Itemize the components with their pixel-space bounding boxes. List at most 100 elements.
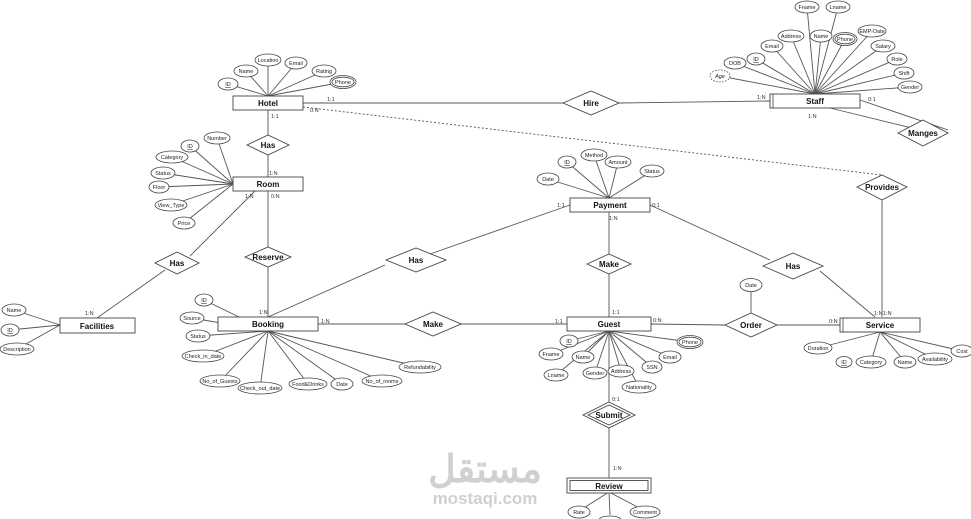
relationship-manges[interactable]: Manges [897, 119, 949, 147]
attribute-service-category[interactable]: Category [855, 355, 887, 369]
svg-text:ID: ID [187, 144, 193, 150]
attribute-booking-check-out[interactable]: Check_out_date [237, 381, 283, 395]
attribute-service-cost[interactable]: Cost [950, 344, 971, 358]
attribute-staff-phone[interactable]: Phone [832, 32, 858, 46]
attribute-staff-dob[interactable]: DOB [723, 56, 747, 70]
attribute-staff-age[interactable]: Age [709, 69, 731, 83]
relationship-order[interactable]: Order [723, 312, 779, 338]
entity-booking[interactable]: Booking [217, 316, 319, 332]
attribute-booking-refundability[interactable]: Refundability [398, 360, 442, 374]
cardinality-label: 1:N [321, 319, 330, 325]
relationship-payment-make[interactable]: Make [585, 253, 633, 275]
attribute-room-category[interactable]: Category [155, 150, 189, 164]
attribute-guest-gender[interactable]: Gender [582, 366, 608, 380]
entity-hotel[interactable]: Hotel [232, 95, 304, 111]
relationship-provides[interactable]: Provides [855, 174, 909, 201]
entity-staff[interactable]: Staff [769, 93, 861, 109]
attribute-facilities-description[interactable]: Description [0, 342, 35, 356]
attribute-booking-id[interactable]: ID [194, 293, 214, 307]
attribute-room-number[interactable]: Number [203, 131, 231, 145]
svg-text:ID: ID [201, 298, 207, 304]
attribute-guest-ssn[interactable]: SSN [641, 360, 663, 374]
entity-review[interactable]: Review [566, 477, 652, 494]
attribute-staff-gender[interactable]: Gender [897, 80, 923, 94]
attribute-payment-method[interactable]: Method [580, 148, 608, 162]
attribute-room-view-type[interactable]: View_Type [154, 198, 188, 212]
attribute-booking-source[interactable]: Source [179, 311, 205, 325]
attribute-staff-salary[interactable]: Salary [870, 39, 896, 53]
attribute-payment-id[interactable]: ID [557, 155, 577, 169]
relationship-service-has[interactable]: Has [761, 252, 825, 280]
attribute-booking-status[interactable]: Status [185, 329, 211, 343]
attribute-guest-nationality[interactable]: Nationality [621, 380, 657, 394]
attribute-hotel-email[interactable]: Email [284, 56, 308, 70]
attribute-booking-date[interactable]: Date [330, 377, 354, 391]
relationship-hire[interactable]: Hire [561, 90, 621, 116]
attribute-payment-status[interactable]: Status [639, 164, 665, 178]
service-attributes: Duration ID Category Name Availability C… [803, 341, 971, 369]
attribute-staff-shift[interactable]: Shift [893, 66, 915, 80]
entity-payment[interactable]: Payment [569, 197, 651, 213]
attribute-service-availability[interactable]: Availability [917, 352, 953, 366]
relationship-facilities-has[interactable]: Has [153, 251, 201, 275]
svg-text:Category: Category [161, 155, 184, 161]
attribute-order-date[interactable]: Date [739, 278, 763, 292]
attribute-booking-food[interactable]: Food&Drinks [288, 377, 328, 391]
relationship-submit[interactable]: Submit [581, 401, 637, 429]
attribute-hotel-id[interactable]: ID [217, 77, 239, 91]
attribute-hotel-phone[interactable]: Phone [329, 75, 357, 89]
attribute-guest-address[interactable]: Address [607, 364, 635, 378]
attribute-review-rate[interactable]: Rate [567, 505, 591, 519]
attribute-payment-date[interactable]: Date [536, 172, 560, 186]
attribute-hotel-location[interactable]: Location [254, 53, 282, 67]
attribute-facilities-name[interactable]: Name [1, 303, 27, 317]
attribute-service-name[interactable]: Name [893, 355, 917, 369]
entity-facilities-label: Facilities [80, 322, 115, 331]
attribute-review-comment[interactable]: Comment [629, 505, 661, 519]
relationship-payment-has[interactable]: Has [384, 247, 448, 273]
attribute-staff-address[interactable]: Address [777, 29, 805, 43]
attribute-guest-lname[interactable]: Lname [543, 368, 569, 382]
attribute-staff-id[interactable]: ID [746, 52, 766, 66]
svg-text:Refundability: Refundability [404, 365, 436, 371]
attribute-guest-id[interactable]: ID [559, 334, 579, 348]
attribute-room-floor[interactable]: Floor [148, 180, 170, 194]
attribute-guest-fname[interactable]: Fname [538, 347, 564, 361]
attribute-hotel-rating[interactable]: Rating [311, 64, 337, 78]
relationship-booking-make[interactable]: Make [403, 311, 463, 337]
relationship-reserve-label: Reserve [252, 253, 284, 262]
svg-text:Floor: Floor [153, 185, 166, 191]
cardinality-label: 1:N [609, 216, 618, 222]
attribute-booking-guests[interactable]: No_of_Guests [199, 374, 241, 388]
attribute-room-price[interactable]: Price [172, 216, 196, 230]
svg-text:Duration: Duration [808, 346, 829, 352]
attribute-facilities-id[interactable]: ID [0, 323, 20, 337]
cardinality-label: 1:1 [612, 310, 620, 316]
attribute-room-status[interactable]: Status [150, 166, 176, 180]
attribute-staff-lname[interactable]: Lname [825, 0, 851, 14]
attribute-hotel-name[interactable]: Name [233, 64, 259, 78]
attribute-guest-email[interactable]: Email [658, 350, 682, 364]
attribute-staff-name[interactable]: Name [809, 29, 833, 43]
attribute-room-id[interactable]: ID [180, 139, 200, 153]
entity-service[interactable]: Service [839, 317, 921, 333]
attribute-guest-name[interactable]: Name [571, 350, 595, 364]
attribute-service-duration[interactable]: Duration [803, 341, 833, 355]
entity-room[interactable]: Room [232, 176, 304, 192]
relationship-hotel-room-has[interactable]: Has [245, 134, 291, 156]
attribute-payment-amount[interactable]: Amount [604, 155, 632, 169]
attribute-guest-phone[interactable]: Phone [676, 335, 704, 349]
svg-text:Name: Name [898, 360, 913, 366]
entity-facilities[interactable]: Facilities [59, 317, 136, 334]
svg-text:Nationality: Nationality [626, 385, 652, 391]
attribute-booking-check-in[interactable]: Check_in_date [181, 349, 225, 363]
attribute-staff-fname[interactable]: Fname [794, 0, 820, 14]
entity-payment-label: Payment [593, 201, 627, 210]
attribute-staff-emp-date[interactable]: EMP-Date [857, 24, 887, 38]
attribute-booking-rooms[interactable]: No_of_rooms [361, 374, 403, 388]
relationship-reserve[interactable]: Reserve [243, 246, 293, 268]
entity-guest[interactable]: Guest [566, 316, 652, 332]
attribute-service-id[interactable]: ID [835, 356, 853, 368]
attribute-staff-email[interactable]: Email [760, 39, 784, 53]
attribute-staff-role[interactable]: Role [886, 52, 908, 66]
